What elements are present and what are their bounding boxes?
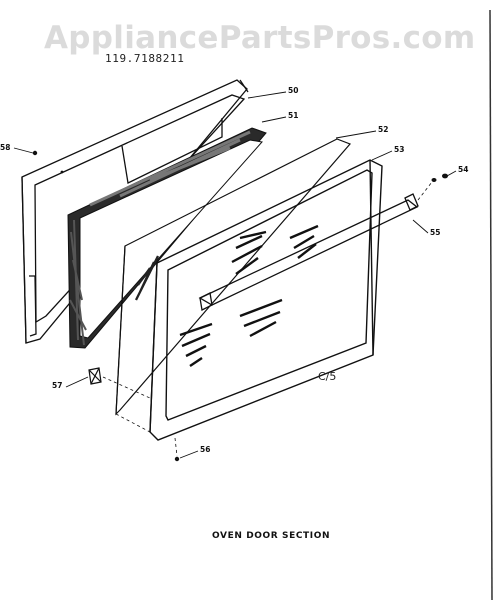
screw-58-dot [32, 150, 38, 156]
part-54-handle-screws [431, 173, 448, 182]
part-57-hinge-clip [88, 367, 102, 385]
watermark-text: AppliancePartsPros.com [44, 20, 476, 56]
part-56-bottom-screw [174, 456, 180, 462]
callout-58: 58 [0, 143, 11, 152]
callout-52: 52 [378, 125, 389, 134]
glass-52-hatching [134, 255, 160, 301]
scan-edge-line [489, 9, 493, 600]
callout-50: 50 [288, 86, 299, 95]
part-51-insulation-pack [67, 127, 267, 349]
handwritten-note: C/5 [318, 370, 337, 383]
callout-leader-lines [13, 91, 457, 459]
diagram-caption: OVEN DOOR SECTION [212, 531, 331, 541]
part-55-door-handle [198, 193, 419, 311]
callout-55: 55 [430, 228, 441, 237]
glass-53-reflection-hatching [179, 224, 319, 367]
callout-57: 57 [52, 381, 63, 390]
door-hole-dot [60, 170, 64, 174]
callout-51: 51 [288, 111, 299, 120]
model-number: 119.7188211 [105, 52, 185, 65]
callout-56: 56 [200, 445, 211, 454]
callout-54: 54 [458, 165, 469, 174]
part-52-glass-panel [115, 138, 352, 416]
callout-53: 53 [394, 145, 405, 154]
alignment-dashed-lines [102, 181, 433, 457]
